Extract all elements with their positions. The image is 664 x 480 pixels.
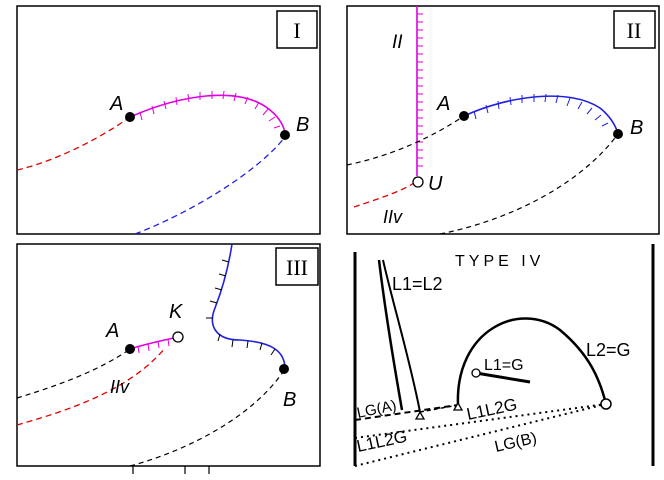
panel-1-point-a — [125, 112, 135, 122]
panel-3-blue-curve — [211, 243, 286, 370]
panel-3-label-iiv: IIv — [110, 377, 130, 397]
panel-2-label-ii: II — [392, 32, 403, 53]
panel-1-numeral: I — [293, 18, 300, 43]
panel-2-point-b — [613, 129, 623, 139]
panel-4: TYPE IV L1=L2 L2=G L1=G LG(A) L1L2G L1L2… — [353, 244, 655, 467]
panel-4-label-l1g: L1=G — [484, 357, 524, 374]
panel-2-label-b: B — [630, 117, 643, 139]
panel-4-label-l2g: L2=G — [586, 340, 631, 360]
panel-4-label-lga: LG(A) — [355, 397, 398, 422]
panel-1-frame — [16, 5, 321, 235]
panel-4-lgb-dotted — [354, 403, 607, 467]
panel-4-l1l2-curve-left — [377, 259, 404, 411]
panel-1-numeral-box — [276, 10, 318, 49]
panel-3-label-b: B — [283, 389, 296, 411]
panel-3-black-dashed-lower — [129, 368, 286, 467]
panel-4-label-lgb: LG(B) — [493, 430, 538, 456]
panel-1-magenta-curve — [129, 94, 286, 136]
panel-3-frame — [16, 243, 321, 467]
panel-3-point-k — [172, 331, 184, 343]
panel-4-label-l1l2g-left: L1L2G — [355, 427, 409, 456]
panel-1-blue-curve — [134, 136, 286, 235]
panel-1-label-a: A — [109, 93, 123, 115]
panel-3-axis-ticks — [132, 466, 210, 474]
panel-3-red-dashed — [16, 347, 166, 426]
panel-3: III A K B IIv — [16, 243, 321, 474]
panel-2-red-dashed — [353, 182, 415, 208]
panel-2-label-iiv: IIv — [383, 207, 403, 227]
panel-4-l1g-line — [475, 371, 531, 384]
panel-4-label-l1l2: L1=L2 — [392, 274, 443, 294]
panel-3-point-a — [125, 344, 135, 354]
panel-3-point-b — [279, 364, 289, 374]
panel-1: I A B — [16, 5, 321, 235]
panel-2-numeral: II — [627, 18, 642, 43]
panel-3-numeral-box — [275, 247, 319, 286]
panel-3-label-a: A — [105, 320, 119, 342]
panel-3-magenta-curve — [129, 336, 179, 350]
panel-2-black-dashed-lower — [439, 133, 619, 235]
panel-2-point-a — [459, 111, 469, 121]
panel-4-triangle-mid — [452, 401, 464, 411]
panel-4-triangle-left — [414, 410, 426, 420]
panel-4-l2g-curve — [456, 317, 608, 406]
panel-3-blue-hatch — [206, 259, 276, 356]
panel-2-black-dashed-upper — [346, 115, 465, 166]
panel-4-title: TYPE IV — [455, 253, 544, 270]
panel-2-label-a: A — [436, 93, 450, 115]
panel-2-frame — [346, 5, 660, 235]
panel-2-numeral-box — [613, 10, 656, 49]
panel-2-blue-hatch — [473, 93, 609, 127]
panel-3-magenta-hatch — [137, 338, 170, 354]
panel-3-black-dashed-upper — [16, 348, 131, 399]
panel-4-l1g-endpoint — [471, 368, 481, 378]
panel-2-point-u — [412, 176, 424, 188]
panel-4-l1l2-curve-right — [382, 259, 421, 413]
panel-2-vertical-hatch — [417, 13, 423, 167]
panel-1-red-curve — [16, 116, 131, 171]
panel-1-point-b — [280, 130, 290, 140]
panel-4-endpoint-right — [600, 398, 612, 410]
panel-4-lga-dotted — [354, 403, 607, 439]
panel-2-label-u: U — [428, 173, 443, 195]
panel-3-numeral: III — [286, 255, 308, 280]
panel-2: II II A — [346, 5, 660, 235]
panel-3-label-k: K — [169, 301, 184, 323]
panel-4-l1l2g-dashed — [354, 404, 459, 421]
panel-2-blue-curve — [463, 95, 619, 135]
panel-1-label-b: B — [296, 114, 309, 136]
panel-1-hatch-marks — [139, 90, 281, 129]
